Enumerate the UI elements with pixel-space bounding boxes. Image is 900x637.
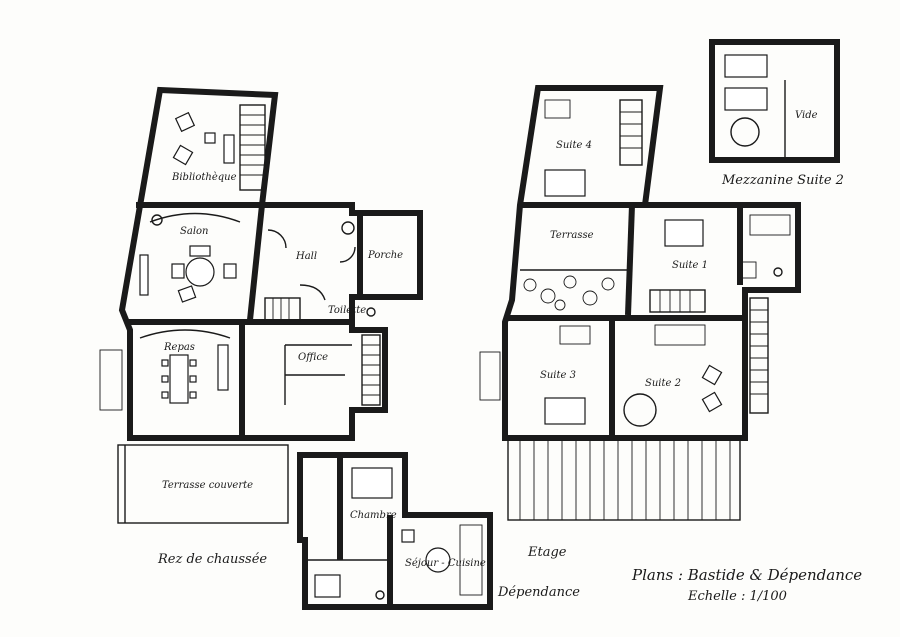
library-sofa [223, 134, 235, 164]
repas-arch [139, 329, 231, 339]
wall-terrace-suite1 [625, 204, 635, 316]
suite1-bathtub [749, 214, 791, 236]
room-label-porche: Porche [367, 250, 403, 261]
room-label-vide: Vide [795, 110, 818, 121]
suite4-bathtub [544, 99, 571, 119]
salon-arch [149, 212, 241, 223]
mezzanine-spiral-stair [730, 117, 760, 147]
room-label-terrasse-couverte: Terrasse couverte [162, 480, 253, 491]
repas-window-bay [99, 349, 123, 411]
plans-scale: Echelle : 1/100 [687, 589, 787, 604]
room-label-chambre: Chambre [350, 510, 397, 521]
room-label-suite1: Suite 1 [672, 260, 708, 271]
salon-armchair-right [223, 263, 237, 279]
salon-bench [139, 254, 149, 296]
room-label-suite4: Suite 4 [556, 140, 592, 151]
ground-floor-outer-walls [118, 86, 423, 441]
suite2-bathtub [654, 324, 706, 346]
room-label-sejour-cuisine: Séjour - Cuisine [405, 558, 486, 569]
mezzanine-plan [709, 39, 840, 163]
room-label-suite3: Suite 3 [540, 370, 576, 381]
suite2-armchair [701, 364, 723, 386]
suite4-bed [544, 169, 586, 197]
caption-etage: Etage [527, 545, 567, 560]
ground-floor-plan [99, 86, 423, 524]
room-label-suite2: Suite 2 [645, 378, 681, 389]
annex-armchair [401, 529, 415, 543]
room-label-toilette: Toilette [328, 305, 366, 316]
library-staircase [239, 104, 266, 191]
annex-outer-walls [297, 452, 493, 610]
suite4-staircase [619, 99, 643, 166]
room-label-repas: Repas [163, 342, 195, 353]
caption-rez-de-chaussee: Rez de chaussée [157, 552, 267, 567]
caption-mezzanine: Mezzanine Suite 2 [721, 173, 844, 188]
mezzanine-bed-1 [724, 54, 768, 78]
suite1-toilet [773, 267, 783, 277]
hall-door-swing [267, 229, 287, 249]
dining-table [169, 354, 189, 404]
salon-armchair-front [177, 285, 197, 303]
room-label-office: Office [298, 352, 328, 363]
caption-dependance: Dépendance [497, 585, 580, 600]
hall-staircase [264, 284, 326, 321]
toilet-fixture [366, 307, 376, 317]
room-label-salon: Salon [180, 226, 208, 237]
mezzanine-outer-walls [709, 39, 840, 163]
library-side-table [204, 132, 216, 144]
annex-plan [297, 452, 493, 610]
porche-door-swing [339, 246, 356, 263]
upper-floor-outer-walls [502, 85, 801, 441]
suite3-bathtub [559, 325, 591, 345]
salon-coffee-table [185, 257, 215, 287]
suite3-balcony [479, 351, 501, 401]
wall-salon-hall [247, 204, 265, 321]
dining-sideboard [217, 344, 229, 391]
annex-kitchen-counter [459, 524, 483, 596]
library-armchair-2 [172, 144, 194, 166]
suite3-bed [544, 397, 586, 425]
upper-exterior-stairs [749, 297, 769, 414]
covered-terrace-outline [117, 444, 289, 524]
library-armchair [174, 111, 196, 133]
suite2-armchair-2 [701, 391, 723, 413]
suite1-shower [739, 261, 757, 279]
annex-toilet [375, 590, 385, 600]
suite1-staircase [649, 289, 706, 313]
office-stairs [361, 334, 381, 406]
suite1-bed [664, 219, 704, 247]
salon-plant [151, 214, 163, 226]
annex-bed [351, 467, 393, 499]
terrace-planter [523, 275, 615, 311]
annex-bed-2 [314, 574, 341, 598]
annex-table [425, 547, 451, 573]
room-label-bibliotheque: Bibliothèque [171, 172, 237, 183]
porche-plant [341, 221, 355, 235]
room-label-hall: Hall [295, 251, 317, 262]
mezzanine-bed-2 [724, 87, 768, 111]
salon-armchair-left [171, 263, 185, 279]
upper-floor-plan [479, 85, 801, 521]
roof-hatching [507, 439, 741, 521]
plans-title: Plans : Bastide & Dépendance [631, 566, 862, 584]
salon-sofa [189, 245, 211, 257]
room-label-terrasse: Terrasse [550, 230, 594, 241]
suite2-spiral-stair [623, 393, 657, 427]
